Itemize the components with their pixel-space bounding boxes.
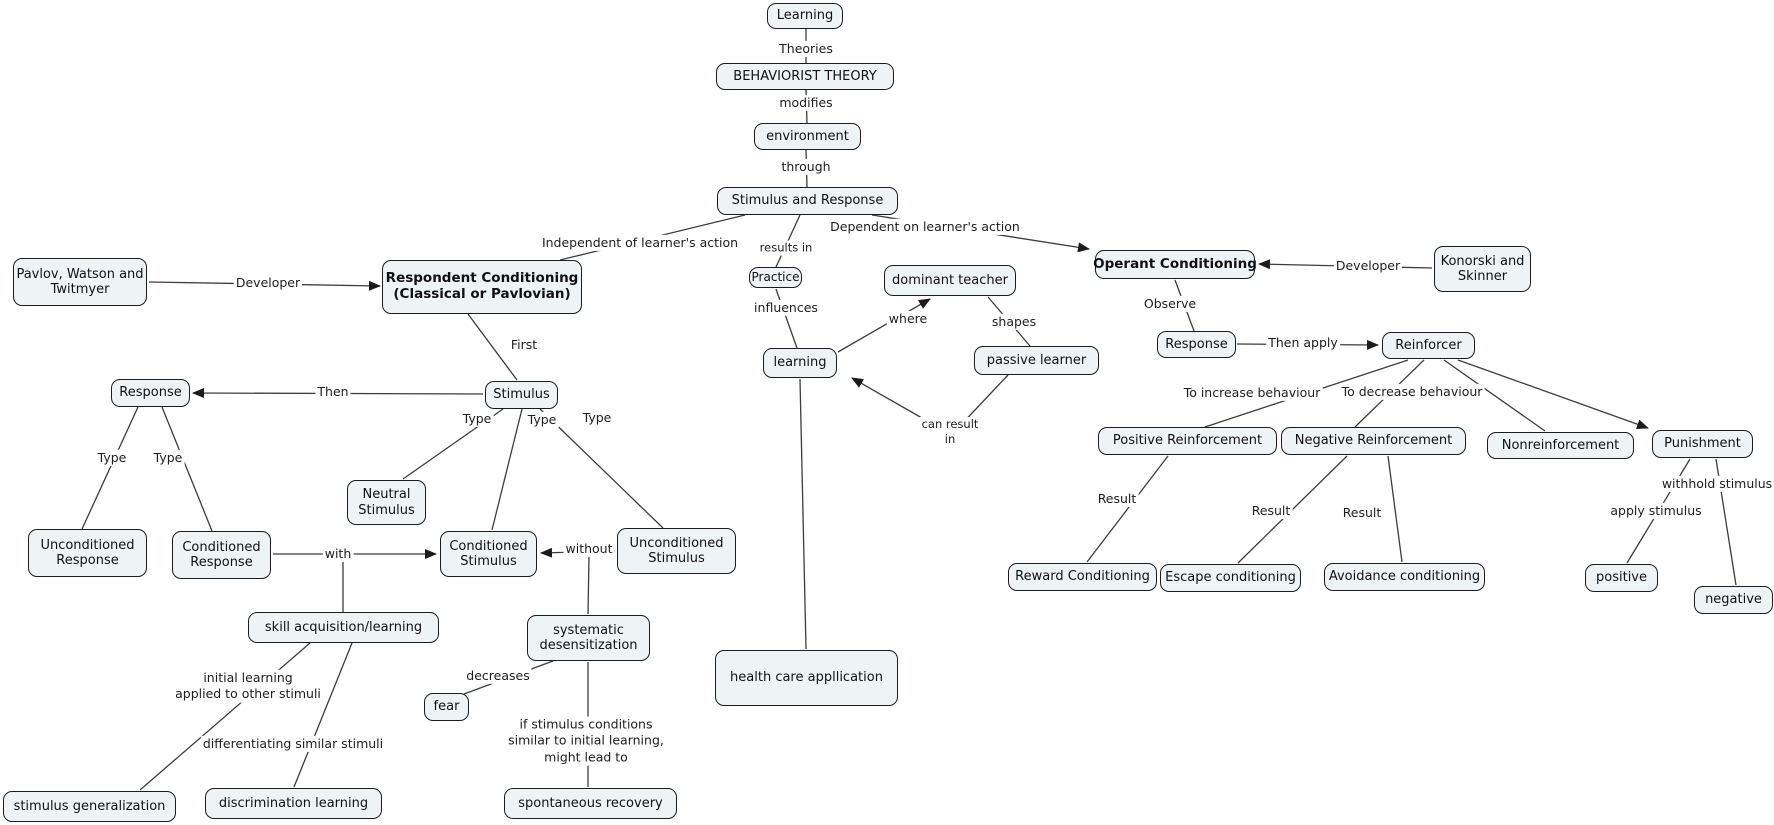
edges [81,29,1737,791]
node-passive-learner[interactable]: passive learner [974,346,1099,375]
label-results-in: results in [757,240,815,256]
node-stimulus-and-response[interactable]: Stimulus and Response [717,187,898,215]
label-developer-left: Developer [233,274,303,292]
node-punishment[interactable]: Punishment [1652,430,1753,458]
label-without: without [563,540,615,558]
label-type-2: Type [151,449,185,467]
label-apply-stimulus: apply stimulus [1608,502,1704,520]
label-where: where [886,310,930,328]
label-withhold-stimulus: withhold stimulus [1659,475,1774,493]
node-nonreinforcement[interactable]: Nonreinforcement [1487,432,1634,459]
node-operant-conditioning[interactable]: Operant Conditioning [1093,250,1257,279]
node-learning-outcome[interactable]: learning [763,348,837,378]
label-theories: Theories [777,40,835,58]
label-initial-learning: initial learning applied to other stimul… [173,669,323,703]
label-decreases: decreases [464,667,532,685]
node-dominant-teacher[interactable]: dominant teacher [884,265,1016,296]
node-negative-reinforcement[interactable]: Negative Reinforcement [1281,427,1466,455]
node-conditioned-stimulus[interactable]: Conditioned Stimulus [440,531,537,577]
node-spontaneous-recovery[interactable]: spontaneous recovery [504,788,677,819]
node-unconditioned-response[interactable]: Unconditioned Response [28,529,147,577]
node-practice[interactable]: Practice [749,267,802,288]
label-influences: influences [752,299,820,317]
node-avoidance-conditioning[interactable]: Avoidance conditioning [1324,563,1485,591]
node-pavlov-watson-twitmyer[interactable]: Pavlov, Watson and Twitmyer [13,258,147,306]
label-dependent: Dependent on learner's action [828,218,1022,236]
label-differentiating: differentiating similar stimuli [200,735,386,753]
label-can-result-in: can result in [919,417,981,447]
label-type-3: Type [460,410,494,428]
label-with: with [322,545,354,563]
label-then-apply: Then apply [1266,334,1340,352]
node-unconditioned-stimulus[interactable]: Unconditioned Stimulus [617,528,736,574]
node-reinforcer[interactable]: Reinforcer [1382,332,1475,359]
label-then: Then [315,383,351,401]
label-result-2: Result [1249,502,1293,520]
node-neutral-stimulus[interactable]: Neutral Stimulus [347,480,426,525]
node-learning[interactable]: Learning [767,3,843,29]
node-fear[interactable]: fear [424,693,469,721]
node-positive-reinforcement[interactable]: Positive Reinforcement [1098,427,1277,455]
node-respondent-conditioning[interactable]: Respondent Conditioning (Classical or Pa… [382,260,582,314]
label-type-1: Type [95,449,129,467]
label-independent: Independent of learner's action [539,234,741,252]
label-first: First [508,336,540,354]
node-response-classical[interactable]: Response [111,379,190,407]
node-konorski-skinner[interactable]: Konorski and Skinner [1434,246,1531,292]
label-observe: Observe [1141,295,1199,313]
node-negative-punishment[interactable]: negative [1694,586,1773,614]
label-if-stimulus: if stimulus conditions similar to initia… [506,716,666,766]
label-result-1: Result [1095,490,1139,508]
node-stimulus-classical[interactable]: Stimulus [485,381,558,409]
label-through: through [779,158,833,176]
label-to-decrease: To decrease behaviour [1339,383,1485,401]
label-type-5: Type [580,409,614,427]
node-conditioned-response[interactable]: Conditioned Response [172,531,271,579]
node-response-operant[interactable]: Response [1157,331,1236,358]
label-type-4: Type [525,411,559,429]
node-reward-conditioning[interactable]: Reward Conditioning [1008,563,1157,591]
node-escape-conditioning[interactable]: Escape conditioning [1160,564,1301,592]
label-result-3: Result [1340,504,1384,522]
node-discrimination-learning[interactable]: discrimination learning [205,788,382,819]
node-stimulus-generalization[interactable]: stimulus generalization [3,791,176,822]
label-to-increase: To increase behaviour [1181,384,1323,402]
node-health-care-application[interactable]: health care appllication [715,650,898,706]
node-skill-acquisition[interactable]: skill acquisition/learning [248,612,439,643]
label-modifies: modifies [777,94,835,112]
node-positive-punishment[interactable]: positive [1585,564,1658,592]
label-developer-right: Developer [1333,257,1403,275]
node-behaviorist-theory[interactable]: BEHAVIORIST THEORY [716,63,894,90]
label-shapes: shapes [989,313,1039,331]
node-environment[interactable]: environment [754,123,861,150]
node-systematic-desensitization[interactable]: systematic desensitization [527,615,650,661]
